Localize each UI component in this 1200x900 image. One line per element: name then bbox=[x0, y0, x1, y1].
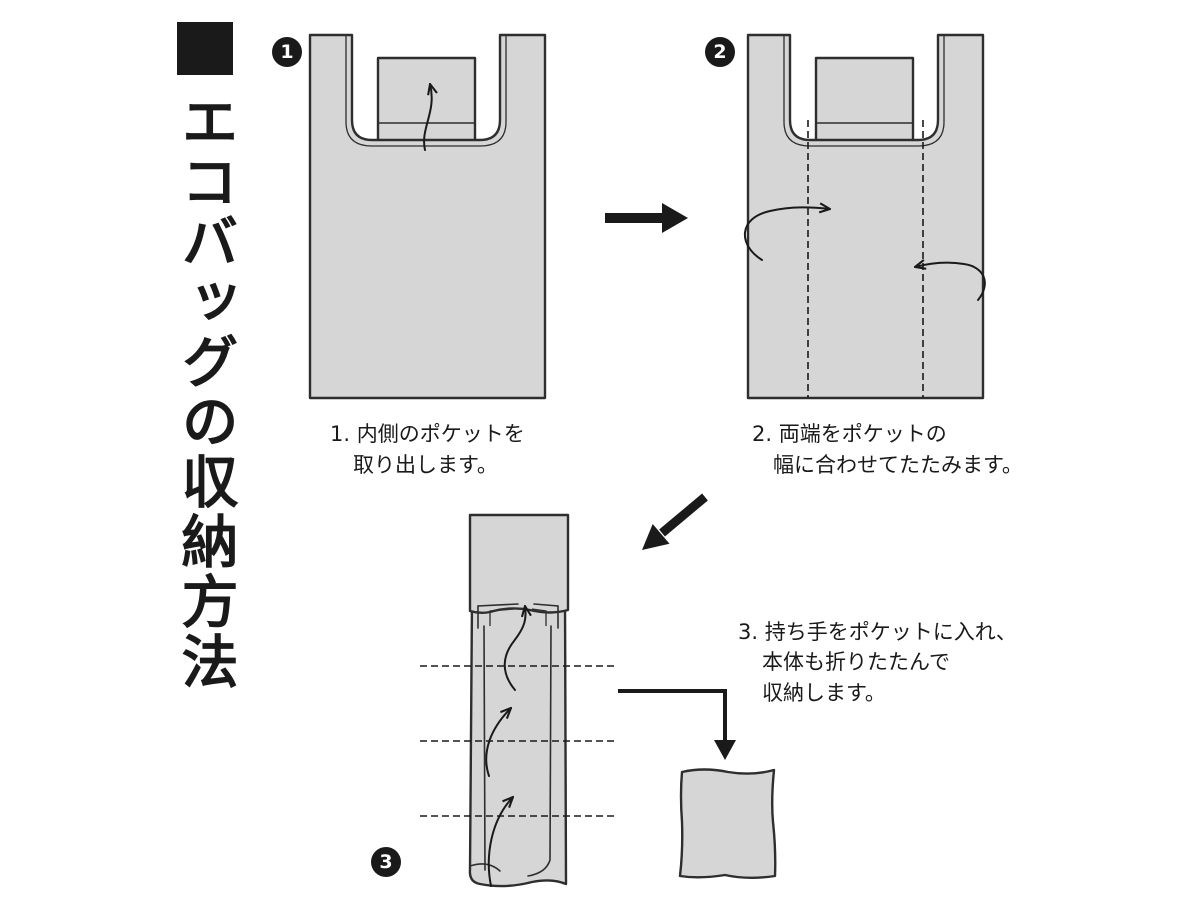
step-2-caption-line-2: 幅に合わせてたたみます。 bbox=[773, 453, 1023, 477]
step-1-number-badge: 1 bbox=[272, 37, 302, 67]
folded-bag-body bbox=[468, 598, 568, 888]
arrow-down-left-icon bbox=[642, 493, 708, 550]
bag-body bbox=[746, 33, 985, 400]
step-1-caption-line-1: 1. 内側のポケットを bbox=[330, 422, 525, 446]
bag-pocket bbox=[376, 56, 477, 152]
bag-hem-stitch bbox=[345, 36, 507, 147]
arrow-head bbox=[642, 524, 670, 550]
arrow-shaft bbox=[618, 689, 727, 742]
step-1-caption-line-2: 取り出します。 bbox=[353, 453, 498, 477]
arrow-shaft bbox=[659, 493, 708, 537]
arrow-right-icon bbox=[605, 203, 688, 233]
step-3-caption-line-3: 収納します。 bbox=[762, 681, 886, 705]
fold-edge-right bbox=[527, 625, 552, 877]
stored-pouch bbox=[678, 768, 777, 879]
handle-tuck-stitch bbox=[489, 608, 547, 626]
bag-hem-stitch bbox=[783, 36, 945, 147]
fold-up-arrow-3-icon bbox=[487, 795, 515, 887]
fold-up-arrow-2-icon bbox=[485, 706, 513, 777]
bag-step1 bbox=[308, 33, 547, 400]
fold-right-arrow-icon bbox=[913, 259, 986, 301]
step-3-number-badge: 3 bbox=[371, 847, 401, 877]
bag-body bbox=[308, 33, 547, 400]
pocket-cover bbox=[468, 513, 570, 614]
page-title: エコバッグの収納方法 bbox=[172, 92, 238, 692]
title-square-icon bbox=[177, 22, 233, 75]
elbow-arrow-down-icon bbox=[618, 689, 736, 760]
step-3-caption-line-1: 3. 持ち手をポケットに入れ、 bbox=[738, 620, 1017, 644]
bag-step3 bbox=[420, 513, 618, 888]
bag-pocket bbox=[814, 56, 915, 152]
handle-tuck bbox=[477, 603, 559, 629]
fold-left-arrow-icon bbox=[744, 202, 832, 261]
step-3-caption-line-2: 本体も折りたたんで bbox=[762, 650, 950, 674]
fold-up-arrow-1-icon bbox=[503, 604, 532, 691]
step-2-caption-line-1: 2. 両端をポケットの bbox=[752, 422, 947, 446]
arrow-head bbox=[714, 740, 736, 760]
fold-edge-left bbox=[483, 625, 486, 871]
pull-out-arrow-icon bbox=[423, 82, 438, 151]
step-2-number-badge: 2 bbox=[705, 37, 735, 67]
bag-step2 bbox=[746, 33, 985, 400]
bottom-layer-edge bbox=[469, 863, 501, 872]
